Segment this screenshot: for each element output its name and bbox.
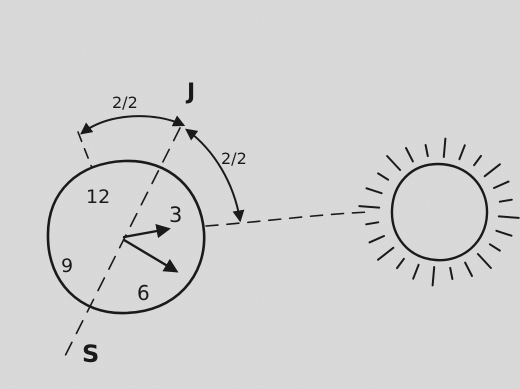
numeral-12: 12	[86, 186, 110, 208]
south-label: S	[82, 340, 99, 368]
numeral-9: 9	[61, 255, 73, 277]
numeral-3: 3	[169, 203, 182, 227]
north-label: J	[185, 80, 195, 105]
angle-label-right: 2/2	[221, 149, 247, 168]
numeral-6: 6	[137, 281, 150, 305]
angle-label-top: 2/2	[112, 93, 138, 112]
